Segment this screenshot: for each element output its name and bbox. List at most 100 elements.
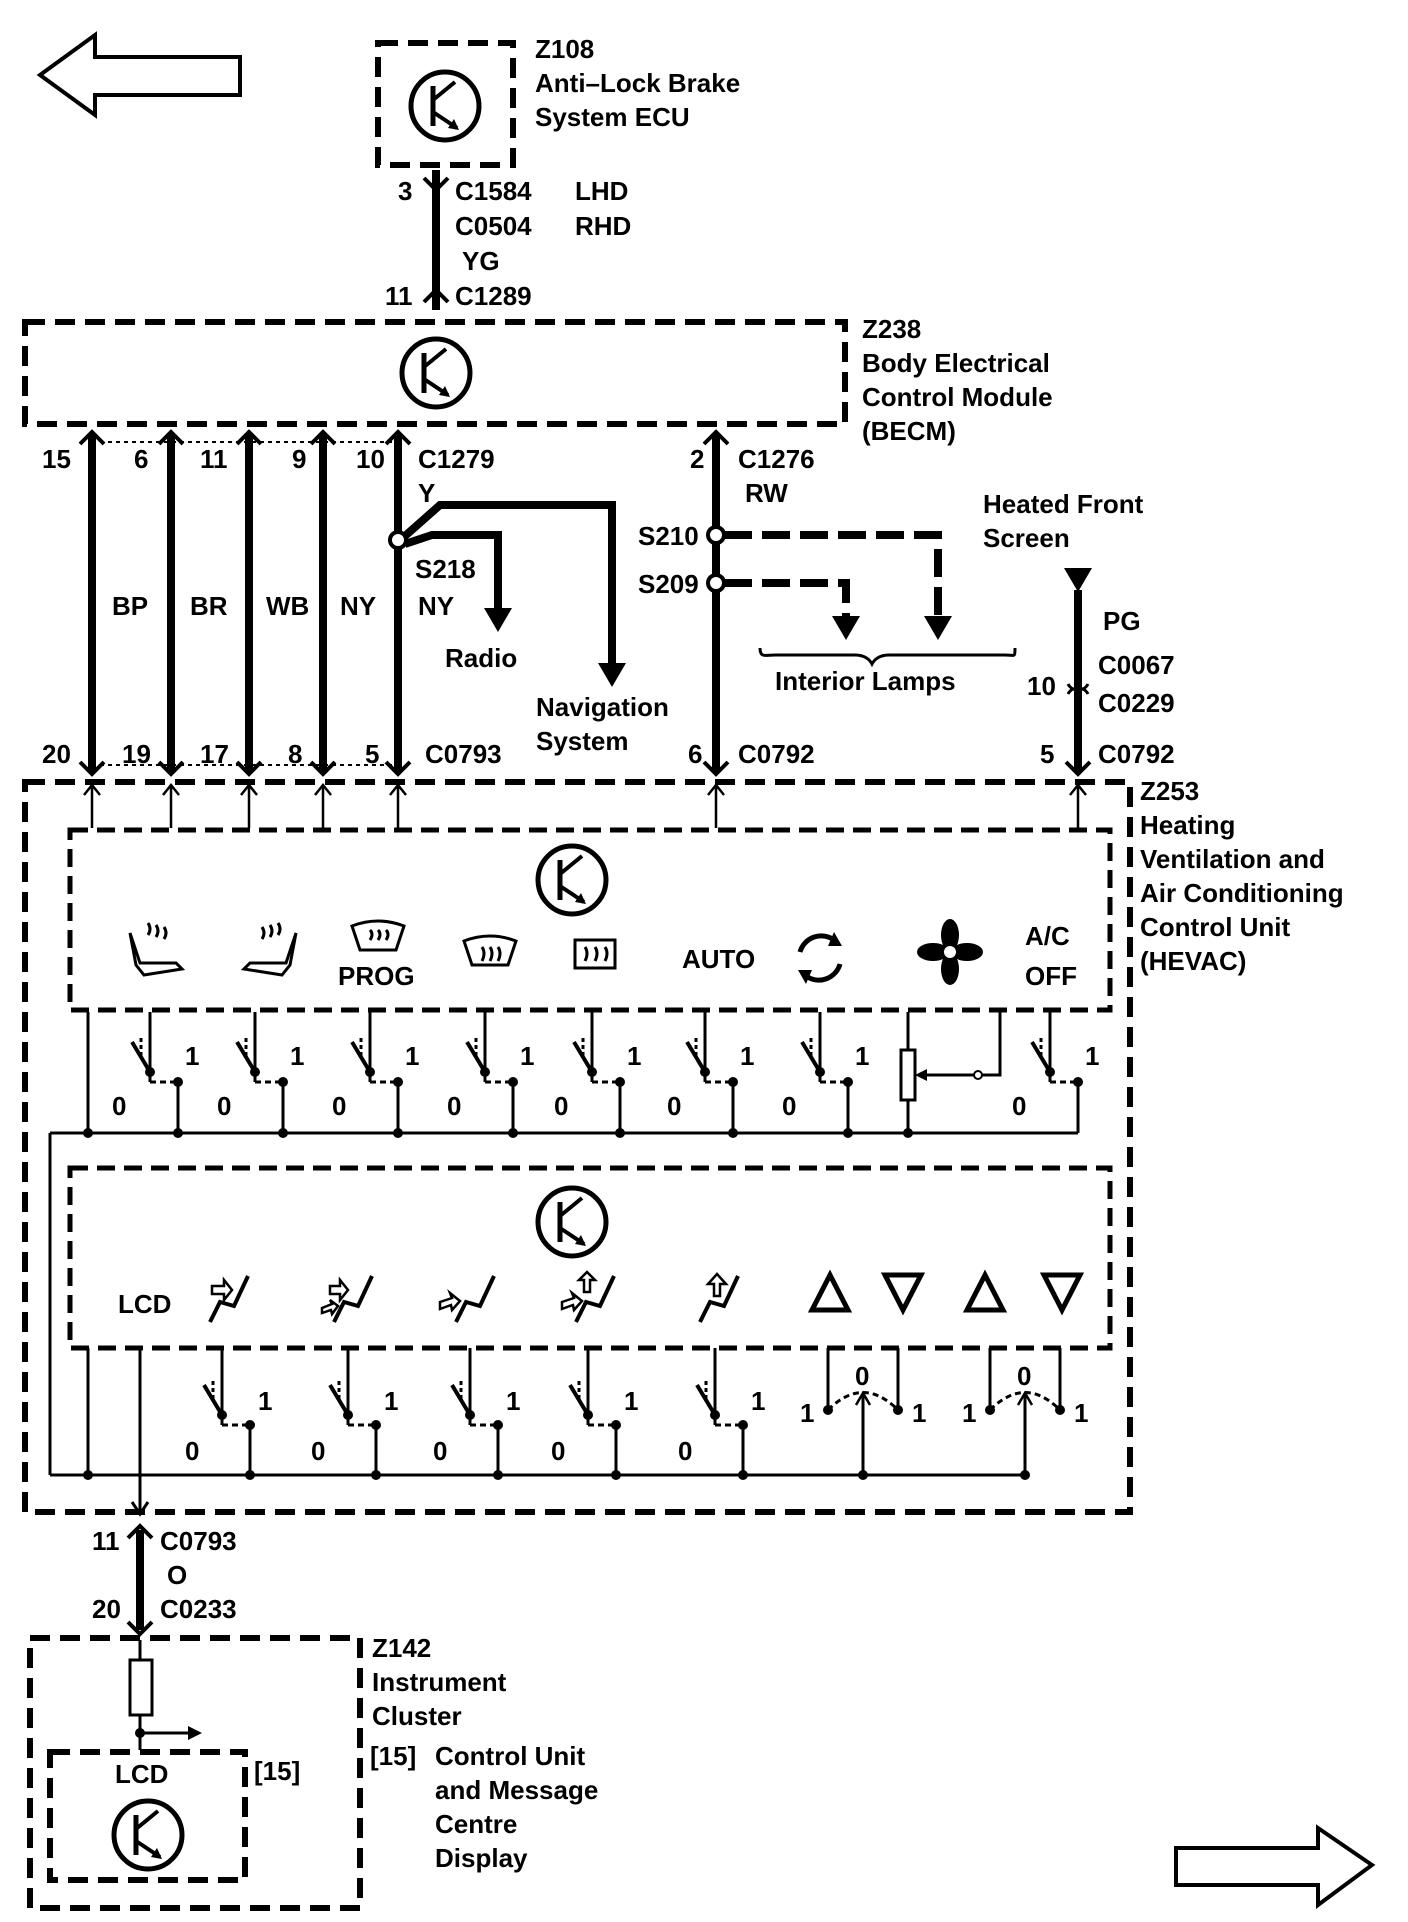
- z108-id: Z108: [535, 34, 594, 64]
- svg-text:0: 0: [554, 1091, 568, 1121]
- vent-face-icon: [208, 1275, 250, 1323]
- z238-name-line1: Body Electrical: [862, 348, 1050, 378]
- z142-id: Z142: [372, 1633, 431, 1663]
- becm-pin-15: 15: [42, 444, 71, 474]
- z238-module-box: [22, 319, 848, 427]
- next-page-arrow[interactable]: [1174, 1824, 1376, 1909]
- splice-s210: S210: [638, 521, 699, 551]
- z238-name-line2: Control Module: [862, 382, 1053, 412]
- lcd-button-label: LCD: [118, 1289, 171, 1319]
- z108-name-line1: Anti–Lock Brake: [535, 68, 740, 98]
- z253-module-box: [22, 779, 1133, 1515]
- z253-name-line5: (HEVAC): [1140, 946, 1246, 976]
- s218-splice-branches: [388, 501, 626, 687]
- hevac-pin-5-left: 5: [365, 739, 379, 769]
- svg-text:1: 1: [384, 1386, 398, 1416]
- svg-text:1: 1: [185, 1041, 199, 1071]
- seat-heater-left-icon: [128, 922, 186, 977]
- z253-name-line3: Air Conditioning: [1140, 878, 1344, 908]
- hevac-pin-17: 17: [200, 739, 229, 769]
- destination-interior-lamps: Interior Lamps: [775, 666, 956, 696]
- svg-text:1: 1: [751, 1386, 765, 1416]
- becm-pin-11: 11: [200, 444, 228, 474]
- cluster-connector-c0793: C0793: [160, 1526, 237, 1556]
- ac-button-label-line2: OFF: [1025, 961, 1077, 991]
- z253-id: Z253: [1140, 776, 1199, 806]
- recirculation-icon: [797, 932, 843, 984]
- cluster-note-line2: and Message: [435, 1775, 598, 1805]
- seat-heater-right-icon: [240, 922, 298, 977]
- abs-connector-c1584: C1584: [455, 176, 532, 206]
- becm-hevac-wires: [78, 429, 412, 777]
- destination-radio: Radio: [445, 643, 517, 673]
- temp-down-right-icon: [1039, 1272, 1085, 1316]
- svg-text:1: 1: [740, 1041, 754, 1071]
- cluster-pin-20: 20: [92, 1594, 121, 1624]
- abs-connector-c0504: C0504: [455, 211, 532, 241]
- svg-text:0: 0: [332, 1091, 346, 1121]
- prog-button-label: PROG: [338, 961, 415, 991]
- svg-text:0: 0: [447, 1091, 461, 1121]
- svg-text:1: 1: [912, 1398, 926, 1428]
- svg-text:0: 0: [782, 1091, 796, 1121]
- abs-note-lhd: LHD: [575, 176, 628, 206]
- c1276-wire: [702, 429, 1017, 777]
- vent-feet-icon: [438, 1275, 496, 1323]
- z253-name-line2: Ventilation and: [1140, 844, 1325, 874]
- z108-ecu-icon: [411, 72, 479, 140]
- hevac-input-arrows: [83, 782, 1087, 828]
- hevac-connector-c0793: C0793: [425, 739, 502, 769]
- svg-text:1: 1: [800, 1398, 814, 1428]
- cluster-pin-11: 11: [92, 1526, 120, 1556]
- z142-name-line1: Instrument: [372, 1667, 507, 1697]
- hevac-pin-8: 8: [288, 739, 302, 769]
- cluster-note-ref: [15]: [370, 1741, 416, 1771]
- cluster-internal-circuit: [128, 1640, 202, 1750]
- abs-connector-c1289: C1289: [455, 281, 532, 311]
- temp-down-left-icon: [880, 1272, 926, 1316]
- hevac-pin-5: 5: [1040, 739, 1054, 769]
- previous-page-arrow[interactable]: [36, 31, 242, 119]
- lower-switch-state-labels: 01 01 01 01 01 101 101: [185, 1361, 1088, 1466]
- vent-screen-icon: [698, 1272, 740, 1323]
- vent-feet-screen-icon: [560, 1270, 616, 1323]
- abs-pin-bottom: 11: [385, 281, 413, 311]
- lcd-output-wire: [126, 1348, 154, 1637]
- heated-screen-wire: [1064, 568, 1092, 777]
- destination-heated-line1: Heated Front: [983, 489, 1144, 519]
- becm-pin-2: 2: [690, 444, 704, 474]
- svg-text:0: 0: [185, 1436, 199, 1466]
- heated-connector-c0229: C0229: [1098, 688, 1175, 718]
- svg-text:1: 1: [258, 1386, 272, 1416]
- splice-s209: S209: [638, 569, 699, 599]
- svg-text:0: 0: [1012, 1091, 1026, 1121]
- abs-wire-color: YG: [462, 246, 500, 276]
- hevac-lower-ecu-icon: [538, 1188, 606, 1256]
- z253-name-line1: Heating: [1140, 810, 1235, 840]
- front-demist-icon: [462, 934, 518, 967]
- svg-text:1: 1: [1085, 1041, 1099, 1071]
- z142-module-box: [27, 1635, 363, 1911]
- wire-color-y: Y: [418, 478, 435, 508]
- svg-text:1: 1: [520, 1041, 534, 1071]
- hevac-pin-19: 19: [122, 739, 151, 769]
- wire-color-pg: PG: [1103, 606, 1141, 636]
- hevac-pin-20: 20: [42, 739, 71, 769]
- lcd-display-ref: [15]: [254, 1756, 300, 1786]
- abs-note-rhd: RHD: [575, 211, 631, 241]
- svg-text:1: 1: [405, 1041, 419, 1071]
- svg-text:1: 1: [1074, 1398, 1088, 1428]
- z238-name-line3: (BECM): [862, 416, 956, 446]
- z238-ecu-icon: [402, 339, 470, 407]
- svg-text:0: 0: [311, 1436, 325, 1466]
- fan-icon: [917, 919, 983, 985]
- wire-color-o: O: [167, 1560, 187, 1590]
- svg-text:1: 1: [962, 1398, 976, 1428]
- hevac-connector-c0792-right: C0792: [1098, 739, 1175, 769]
- lcd-display-ecu-icon: [114, 1801, 182, 1869]
- svg-text:1: 1: [855, 1041, 869, 1071]
- abs-pin-top: 3: [398, 176, 412, 206]
- svg-text:0: 0: [112, 1091, 126, 1121]
- wire-color-ny-branch: NY: [418, 591, 454, 621]
- lcd-display-box: [47, 1749, 248, 1883]
